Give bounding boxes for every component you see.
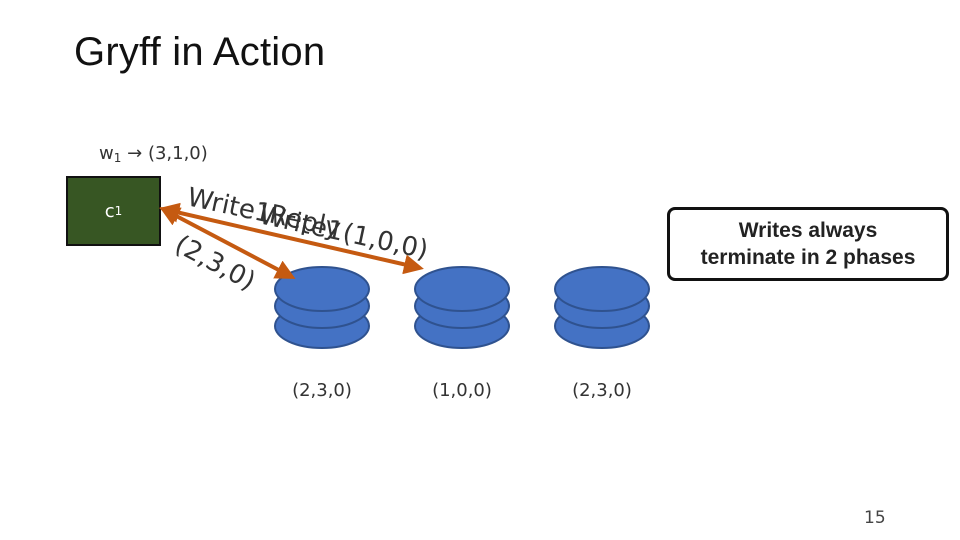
replica-3-database-icon: [554, 266, 650, 349]
callout-line-1: Writes always: [738, 219, 878, 242]
write-operation-label: w1 → (3,1,0): [99, 143, 208, 165]
replica-1-database-icon: [274, 266, 370, 349]
replica-1-state: (2,3,0): [292, 380, 352, 401]
callout-box: Writes always terminate in 2 phases: [667, 207, 949, 281]
write-op-subscript: 1: [113, 151, 122, 165]
replica-3-state: (2,3,0): [572, 380, 632, 401]
callout-line-2: terminate in 2 phases: [700, 246, 916, 269]
client-label: c: [104, 200, 115, 222]
write-op-value: (3,1,0): [147, 143, 208, 164]
write-op-name: w: [99, 143, 114, 164]
message-reply-value: (2,3,0): [170, 230, 260, 297]
replica-2-state: (1,0,0): [432, 380, 492, 401]
arrow-client-to-replica-2: [159, 202, 424, 275]
right-arrow-icon: →: [127, 143, 143, 164]
client-subscript: 1: [114, 204, 123, 218]
message-write1-value: Write1(1,0,0): [257, 201, 431, 266]
page-number: 15: [864, 508, 886, 528]
replica-2-database-icon: [414, 266, 510, 349]
slide-title: Gryff in Action: [74, 30, 326, 74]
